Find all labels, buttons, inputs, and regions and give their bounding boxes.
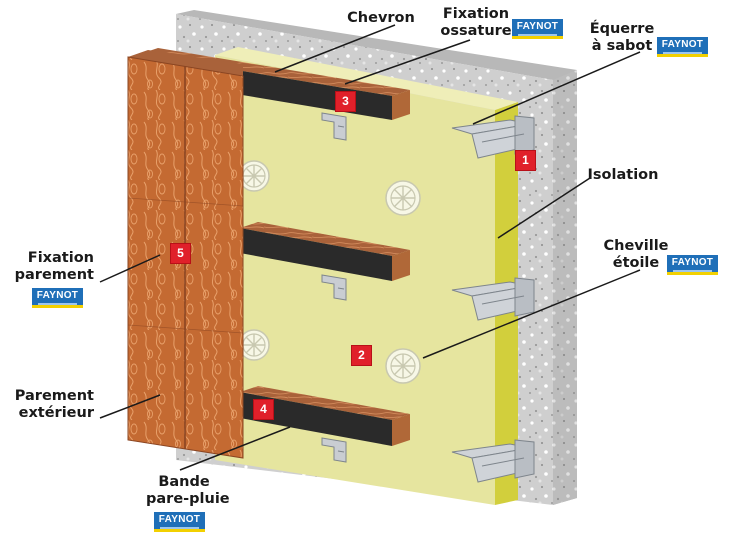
label-isolation: Isolation (587, 167, 659, 183)
bracket-icon (321, 274, 347, 301)
shoe-bracket-icon (451, 439, 535, 483)
label-fixation-ossature: Fixation ossature (440, 6, 512, 39)
faynot-logo-icon: FAYNOT (667, 255, 718, 275)
label-chevron: Chevron (347, 10, 415, 26)
batten-middle (240, 222, 410, 281)
leader-lines (99, 24, 641, 471)
faynot-logo-icon: FAYNOT (512, 19, 563, 39)
faynot-logo-icon: FAYNOT (32, 288, 83, 308)
small-bracket-group (321, 112, 347, 463)
marker-3: 3 (336, 92, 355, 111)
batten-bottom (240, 386, 410, 446)
dowel-icon (238, 329, 270, 361)
marker-5: 5 (171, 244, 190, 263)
bracket-icon (321, 112, 347, 141)
shoe-bracket-group (451, 115, 535, 483)
shoe-bracket-icon (451, 115, 535, 159)
label-parement-exterieur: Parement extérieur (14, 388, 94, 421)
dowel-icon (385, 180, 421, 216)
dowel-icon (385, 348, 421, 384)
label-cheville-etoile: Cheville étoile (603, 238, 669, 271)
label-equerre-a-sabot: Équerre à sabot (589, 21, 655, 54)
faynot-logo-icon: FAYNOT (657, 37, 708, 57)
faynot-logo-icon: FAYNOT (154, 512, 205, 532)
marker-2: 2 (352, 346, 371, 365)
marker-4: 4 (254, 400, 273, 419)
label-fixation-parement: Fixation parement (14, 250, 94, 283)
label-bande-pare-pluie: Bande pare-pluie (146, 474, 230, 507)
bracket-icon (321, 437, 347, 463)
marker-1: 1 (516, 151, 535, 170)
shoe-bracket-icon (451, 277, 535, 321)
